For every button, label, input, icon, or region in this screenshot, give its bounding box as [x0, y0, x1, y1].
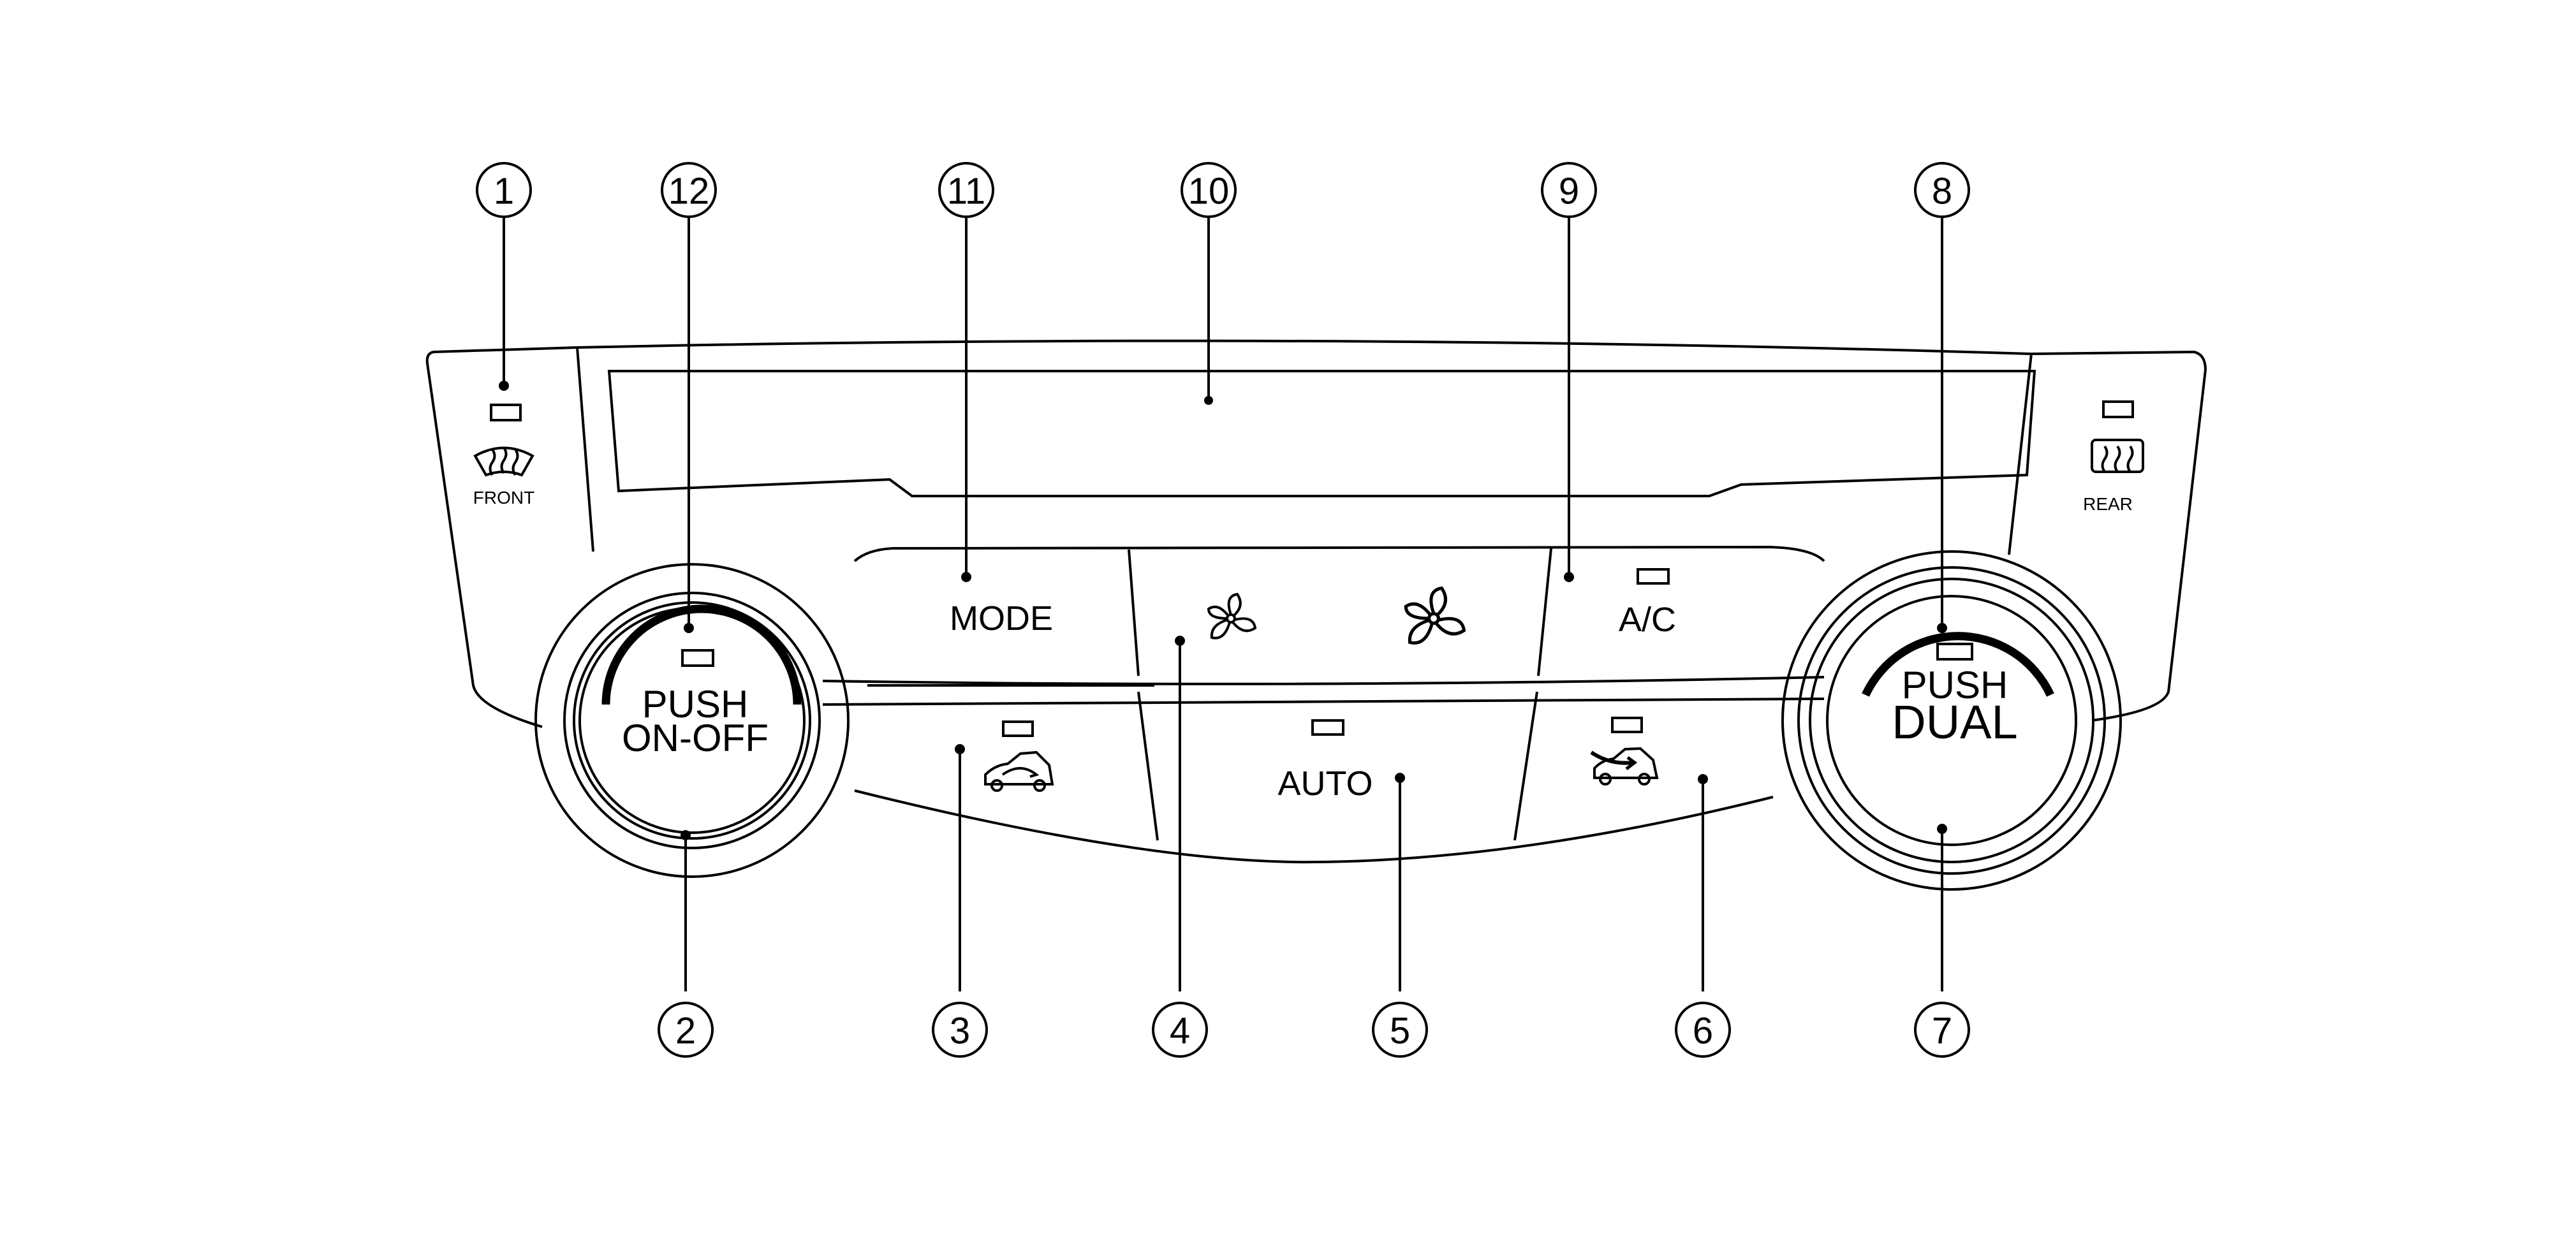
svg-text:9: 9: [1559, 171, 1579, 212]
auto-button[interactable]: AUTO: [1277, 719, 1373, 803]
svg-text:1: 1: [494, 171, 514, 212]
callout-11: 11: [938, 162, 994, 218]
control-panel: [425, 339, 2207, 864]
callout-7: 7: [1914, 1002, 1970, 1058]
left-knob[interactable]: [534, 563, 850, 878]
callout-8: 8: [1914, 162, 1970, 218]
svg-text:3: 3: [950, 1011, 970, 1052]
callout-4: 4: [1152, 1002, 1208, 1058]
callout-5: 5: [1372, 1002, 1428, 1058]
svg-text:4: 4: [1170, 1011, 1190, 1052]
rear-label: REAR: [2083, 494, 2133, 514]
callout-9: 9: [1541, 162, 1597, 218]
outside-air-button[interactable]: [1590, 717, 1659, 786]
rear-defroster-icon: [2091, 439, 2144, 473]
callout-leaders: [503, 217, 1943, 991]
outside-air-indicator: [1611, 717, 1643, 733]
recirculation-indicator: [1002, 720, 1034, 737]
right-knob-label-line2: DUAL: [1892, 696, 2017, 749]
svg-text:6: 6: [1693, 1011, 1713, 1052]
svg-text:12: 12: [668, 171, 710, 212]
callout-12: 12: [661, 162, 717, 218]
front-defroster-indicator: [490, 404, 522, 421]
left-knob-indicator: [681, 649, 714, 667]
svg-text:2: 2: [675, 1011, 696, 1052]
rear-defroster-indicator: [2102, 400, 2134, 418]
callout-10: 10: [1181, 162, 1237, 218]
fan-high-icon: [1404, 586, 1466, 645]
right-knob[interactable]: [1781, 550, 2122, 891]
svg-text:7: 7: [1932, 1011, 1952, 1052]
left-knob-label-line1: PUSH: [642, 683, 749, 726]
svg-text:8: 8: [1932, 171, 1952, 212]
recirculation-button[interactable]: [984, 720, 1054, 792]
callout-6: 6: [1675, 1002, 1731, 1058]
callout-2: 2: [658, 1002, 714, 1058]
display-dot: [1204, 396, 1213, 405]
auto-indicator: [1311, 719, 1344, 736]
rear-defroster-button[interactable]: REAR: [2083, 400, 2144, 514]
callout-1: 1: [476, 162, 532, 218]
fan-low-icon: [1207, 592, 1257, 639]
right-knob-indicator: [1936, 643, 1973, 661]
callout-dots: [499, 381, 1947, 840]
auto-label: AUTO: [1277, 764, 1373, 803]
front-label: FRONT: [473, 488, 534, 508]
right-knob-label-line1: PUSH: [1902, 664, 2008, 706]
svg-text:5: 5: [1390, 1011, 1410, 1052]
front-defroster-button[interactable]: FRONT: [473, 404, 534, 508]
ac-label: A/C: [1619, 601, 1676, 639]
svg-text:11: 11: [947, 171, 985, 212]
front-defroster-icon: [473, 446, 534, 477]
svg-text:10: 10: [1188, 171, 1230, 212]
ac-indicator: [1637, 568, 1670, 585]
air-recirculation-icon: [984, 750, 1054, 792]
fan-speed-button[interactable]: [1207, 586, 1466, 645]
ac-button[interactable]: A/C: [1619, 568, 1676, 639]
callout-3: 3: [932, 1002, 988, 1058]
mode-button[interactable]: MODE: [950, 599, 1053, 638]
outside-air-icon: [1590, 747, 1659, 786]
left-knob-label-line2: ON-OFF: [622, 717, 769, 759]
